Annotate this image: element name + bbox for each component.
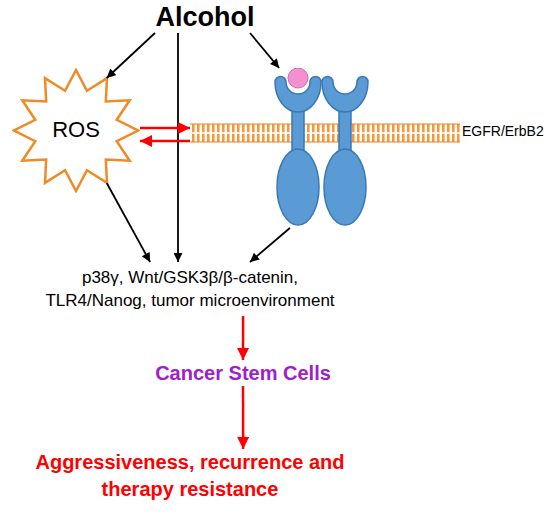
- outcome-label: Aggressiveness, recurrence and therapy r…: [25, 449, 355, 503]
- receptor-drawing: [190, 68, 548, 228]
- flow-arrow: [250, 33, 279, 68]
- flow-arrow: [107, 183, 150, 262]
- receptor-kinase-domain: [324, 149, 366, 225]
- receptor-monomer: [322, 77, 368, 226]
- receptor-transmembrane: [339, 108, 351, 152]
- receptor-ligand-domain: [322, 77, 368, 113]
- node-text: Alcohol: [145, 2, 265, 33]
- red-arrow: [140, 140, 190, 143]
- membrane-edge: [190, 142, 460, 143]
- node-text: Cancer Stem Cells: [130, 360, 356, 386]
- outcome-label: Cancer Stem Cells: [130, 360, 356, 386]
- red-arrow: [242, 316, 245, 360]
- flow-arrow: [107, 33, 155, 78]
- flow-arrow: [177, 33, 179, 262]
- membrane-gap: [190, 132, 460, 134]
- pathway-text: p38γ, Wnt/GSK3β/β-catenin, TLR4/Nanog, t…: [40, 262, 340, 316]
- starburst-shape: [14, 70, 138, 191]
- node-text: p38γ, Wnt/GSK3β/β-catenin, TLR4/Nanog, t…: [40, 266, 340, 312]
- membrane-edge: [190, 124, 460, 125]
- node-text: EGFR/ErbB2: [462, 123, 544, 140]
- flow-arrow: [250, 228, 290, 262]
- red-arrow: [140, 127, 190, 130]
- receptor-kinase-domain: [277, 149, 319, 225]
- cause-label: Alcohol: [145, 2, 265, 33]
- node-text: Aggressiveness, recurrence and therapy r…: [25, 449, 355, 503]
- node-text: ROS: [52, 117, 100, 143]
- ligand-ball: [288, 68, 308, 88]
- receptor-monomer: [275, 77, 321, 226]
- red-arrow: [242, 386, 245, 449]
- receptor-illustration: EGFR/ErbB2: [190, 68, 548, 228]
- receptor-transmembrane: [292, 108, 304, 152]
- ros-starburst: ROS: [12, 68, 140, 193]
